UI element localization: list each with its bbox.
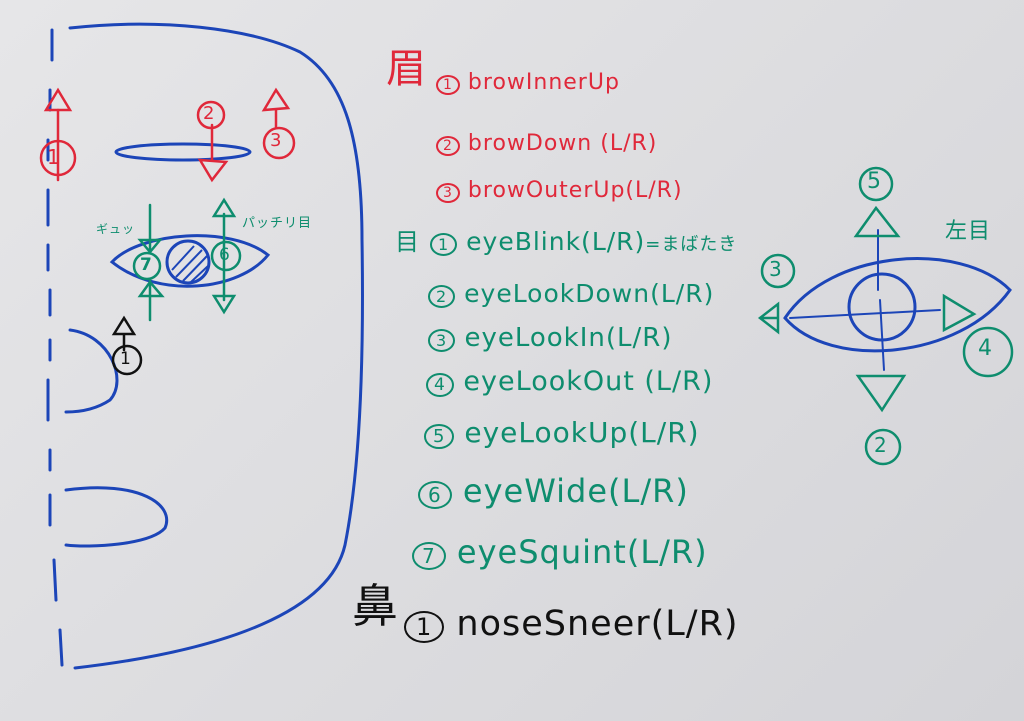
eye-item-1: 1 eyeBlink(L/R)=まばたき [430, 227, 737, 256]
brow-arrows [39, 87, 296, 183]
left-eye-label-down: 2 [874, 433, 888, 457]
eye-item-7: 7 eyeSquint(L/R) [412, 533, 708, 571]
face-label-brow-1: 1 [47, 145, 61, 169]
item-label: eyeBlink(L/R) [466, 227, 646, 256]
item-number: 3 [436, 183, 460, 203]
face-label-nose-1: 1 [120, 349, 132, 369]
item-label: browDown (L/R) [467, 131, 658, 156]
brow-heading: 眉 [386, 46, 427, 92]
face-label-eye-6: 6 [219, 245, 231, 265]
eye-item-3: 3 eyeLookIn(L/R) [428, 323, 672, 353]
item-number: 2 [436, 136, 460, 156]
left-eye-label-in: 3 [769, 257, 783, 281]
eye-item-6: 6 eyeWide(L/R) [418, 472, 689, 510]
face-label-eye-7: 7 [140, 255, 153, 275]
nose-arrow [111, 315, 143, 376]
brow-item-2: 2 browDown (L/R) [436, 131, 657, 156]
item-label: eyeLookDown(L/R) [464, 279, 715, 308]
item-label: noseSneer(L/R) [456, 604, 739, 644]
item-number: 4 [426, 373, 454, 397]
item-label: eyeLookIn(L/R) [464, 323, 673, 353]
eye-item-2: 2 eyeLookDown(L/R) [428, 279, 714, 308]
left-eye-diagram [757, 166, 1014, 466]
eye-item-5: 5 eyeLookUp(L/R) [424, 416, 700, 449]
item-label: eyeWide(L/R) [462, 472, 689, 510]
face-outline [46, 22, 364, 670]
face-label-brow-3: 3 [270, 130, 283, 151]
item-number: 1 [430, 233, 458, 256]
left-eye-label-up: 5 [867, 169, 882, 194]
brow-item-1: 1 browInnerUp [436, 70, 620, 95]
item-number: 6 [418, 481, 452, 509]
item-note: =まばたき [645, 234, 738, 255]
left-eye-heading: 左目 [945, 219, 992, 244]
eye-heading: 目 [395, 228, 420, 256]
eye-face-arrows [132, 197, 242, 322]
item-number: 3 [428, 329, 456, 352]
pupil-hatched [165, 239, 211, 285]
item-label: eyeLookUp(L/R) [464, 416, 700, 449]
item-number: 2 [428, 285, 456, 308]
item-number: 5 [424, 424, 455, 449]
face-label-wide-note: パッチリ目 [242, 216, 313, 231]
nose-item-1: 1 noseSneer(L/R) [404, 604, 739, 644]
item-number: 1 [404, 611, 445, 643]
item-number: 1 [436, 75, 460, 95]
face-label-squint-note: ギュッ [96, 222, 136, 236]
brow-item-3: 3 browOuterUp(L/R) [436, 178, 683, 203]
nose-heading: 鼻 [352, 579, 399, 633]
face-label-brow-2: 2 [203, 103, 216, 124]
item-number: 7 [412, 542, 446, 570]
left-eye-label-out: 4 [978, 336, 993, 361]
item-label: browOuterUp(L/R) [467, 178, 683, 203]
item-label: eyeSquint(L/R) [456, 533, 708, 571]
item-label: browInnerUp [467, 70, 620, 95]
eye-item-4: 4 eyeLookOut (L/R) [426, 366, 713, 397]
item-label: eyeLookOut (L/R) [463, 366, 714, 397]
